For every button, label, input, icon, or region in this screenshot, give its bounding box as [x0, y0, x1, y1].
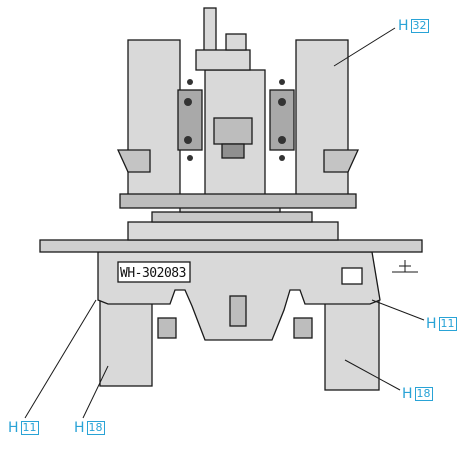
center-shoe	[221, 143, 245, 159]
nameplate-text: WH-302083	[120, 266, 186, 281]
right-fitting	[293, 317, 313, 339]
leader-bottom-left-2	[82, 365, 109, 419]
symbol-mark	[392, 260, 418, 273]
right-tower	[295, 39, 349, 199]
center-block	[213, 117, 253, 145]
left-lower-block	[99, 297, 153, 387]
right-bracket	[323, 149, 360, 173]
leader-top-right	[333, 27, 396, 67]
left-fitting	[157, 317, 177, 339]
leader-bottom-left-1	[24, 299, 97, 419]
actuator-cap	[225, 33, 247, 51]
side-box	[341, 267, 363, 285]
leader-mid-right	[371, 299, 425, 321]
table-beam	[39, 239, 423, 253]
left-tower	[127, 39, 181, 199]
rail-band	[119, 193, 357, 209]
leader-bottom-right	[344, 359, 401, 391]
center-nozzle	[229, 295, 247, 327]
nameplate	[117, 261, 191, 283]
right-lower-block	[324, 299, 380, 391]
left-bracket	[116, 149, 151, 173]
stack-plate-2	[151, 211, 313, 223]
top-actuator	[195, 49, 251, 71]
stack-plate-1	[127, 221, 339, 241]
